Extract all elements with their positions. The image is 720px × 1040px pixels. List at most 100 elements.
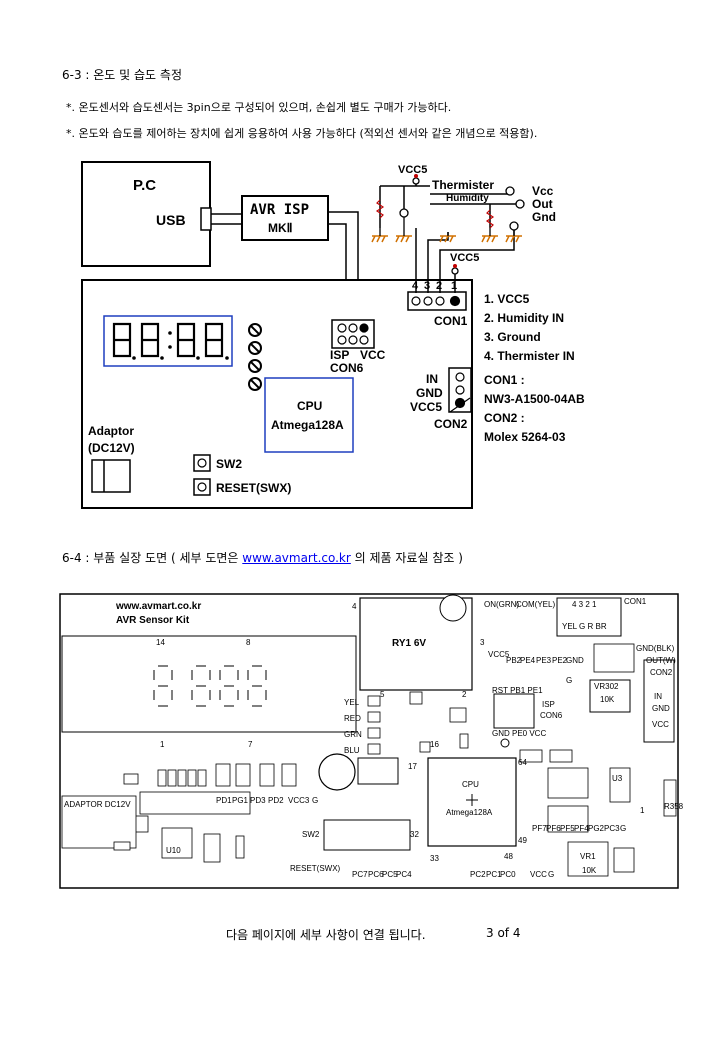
pcb-pd-pd2: PD2 bbox=[268, 796, 284, 805]
section-63-bullet-1: *. 온도센서와 습도센서는 3pin으로 구성되어 있으며, 손쉽게 별도 구… bbox=[66, 101, 452, 114]
pcb-pc5: PC5 bbox=[382, 870, 398, 879]
pinlist-1: 1. VCC5 bbox=[484, 292, 530, 306]
pcb-vr1 bbox=[567, 841, 609, 877]
pcb-n3: 3 bbox=[480, 638, 485, 647]
con-info-1: CON1 : bbox=[484, 373, 525, 387]
pcb-ygrbr: YEL G R BR bbox=[562, 622, 607, 631]
pcb-con2-label: CON2 bbox=[650, 668, 673, 677]
avmart-link[interactable]: www.avmart.co.kr bbox=[242, 551, 351, 565]
section-64-suffix: 의 제품 자료실 참조 ) bbox=[350, 551, 463, 565]
pcb-r358: R358 bbox=[664, 802, 684, 811]
pcb-isp-con6 bbox=[493, 693, 535, 729]
isp-pin-label: ISP bbox=[330, 348, 350, 362]
pcb-pb-gnd: GND bbox=[566, 656, 584, 665]
pcb-isp-row: RST PB1 PE1 bbox=[492, 686, 543, 695]
pcb-pb-pe3: PE3 bbox=[536, 656, 552, 665]
pcb-pc4: PC4 bbox=[396, 870, 412, 879]
out-label: Out bbox=[532, 197, 553, 211]
usb-label: USB bbox=[156, 212, 186, 228]
pc-box bbox=[81, 161, 211, 267]
mk2-label: MKⅡ bbox=[268, 221, 293, 235]
pcb-10k-a: 10K bbox=[600, 695, 615, 704]
pinlist-4: 4. Thermister IN bbox=[484, 349, 575, 363]
avr-isp-box bbox=[241, 195, 329, 241]
thermister-label: Thermister bbox=[432, 178, 495, 192]
cpu-box bbox=[264, 377, 354, 453]
pcb-g-top: G bbox=[566, 676, 573, 685]
dc12v-label: (DC12V) bbox=[88, 441, 135, 455]
pcb-con6-label: CON6 bbox=[540, 711, 563, 720]
pcb-led-grn: GRN bbox=[344, 730, 362, 739]
con1-pin-1: 1 bbox=[451, 280, 458, 292]
con1-pin-2: 2 bbox=[436, 280, 443, 292]
adaptor-jack bbox=[91, 459, 131, 493]
pcb-in: IN bbox=[654, 692, 662, 701]
pcb-pb-pb2: PB2 bbox=[506, 656, 522, 665]
pcb-n2: 2 bbox=[462, 690, 467, 699]
pcb-on-grn: ON(GRN) bbox=[484, 600, 520, 609]
pinlist-3: 3. Ground bbox=[484, 330, 541, 344]
pcb-led-red: RED bbox=[344, 714, 361, 723]
usb-port bbox=[200, 207, 212, 231]
pcb-pf-g: G bbox=[620, 824, 627, 833]
con1-pin-3: 3 bbox=[424, 280, 431, 292]
pcb-n4: 4 bbox=[352, 602, 357, 611]
pcb-pd-vcc3: VCC3 bbox=[288, 796, 310, 805]
pcb-sw2-label: SW2 bbox=[302, 830, 320, 839]
adaptor-label: Adaptor bbox=[88, 424, 134, 438]
pcb-u10 bbox=[161, 827, 193, 859]
pcb-n33: 33 bbox=[430, 854, 439, 863]
pcb-pc6: PC6 bbox=[368, 870, 384, 879]
cpu-chip-label: Atmega128A bbox=[271, 418, 344, 432]
gnd-label: Gnd bbox=[532, 210, 556, 224]
pcb-pf-pg2: PG2 bbox=[588, 824, 605, 833]
pcb-pf-pf7: PF7 bbox=[532, 824, 547, 833]
vcc5-mid-label: VCC5 bbox=[450, 252, 480, 264]
pcb-pc7: PC7 bbox=[352, 870, 368, 879]
reset-label: RESET(SWX) bbox=[216, 481, 292, 495]
vcc-label: Vcc bbox=[532, 184, 554, 198]
sw2-label: SW2 bbox=[216, 457, 243, 471]
pcb-u3 bbox=[609, 767, 631, 803]
pcb-pd-g: G bbox=[312, 796, 319, 805]
pcb-u10-label: U10 bbox=[166, 846, 181, 855]
section-64-title: 6-4 : 부품 실장 도면 ( 세부 도면은 www.avmart.co.kr… bbox=[62, 549, 463, 566]
con2-vcc5-label: VCC5 bbox=[410, 400, 443, 414]
pcb-relay-label: RY1 6V bbox=[392, 638, 427, 649]
footer-text: 다음 페이지에 세부 사항이 연결 됩니다. bbox=[226, 928, 426, 942]
pinlist-2: 2. Humidity IN bbox=[484, 311, 565, 325]
pcb-pd-pd3: PD3 bbox=[250, 796, 266, 805]
pcb-led-blu: BLU bbox=[344, 746, 360, 755]
pcb-vr1-label: VR1 bbox=[580, 852, 596, 861]
con2-label: CON2 bbox=[434, 417, 468, 431]
con1-label: CON1 bbox=[434, 314, 468, 328]
pcb-out-w: OUT(W) bbox=[646, 656, 676, 665]
pcb-n8: 8 bbox=[246, 638, 251, 647]
con6-label: CON6 bbox=[330, 361, 364, 375]
vcc-pin-label: VCC bbox=[360, 348, 386, 362]
pcb-pd-pd1: PD1 bbox=[216, 796, 232, 805]
pcb-pc1: PC1 bbox=[486, 870, 502, 879]
con2-gnd-label: GND bbox=[416, 386, 443, 400]
pcb-pb-vcc5: VCC5 bbox=[488, 650, 510, 659]
vcc5-top-label: VCC5 bbox=[398, 164, 428, 176]
pcb-n48: 48 bbox=[504, 852, 513, 861]
pcb-gnd-row: GND PE0 VCC bbox=[492, 729, 547, 738]
pcb-n14: 14 bbox=[156, 638, 165, 647]
pcb-con2 bbox=[643, 659, 675, 743]
pcb-con1-label: CON1 bbox=[624, 597, 647, 606]
con2-in-label: IN bbox=[426, 372, 438, 386]
pcb-pc0: PC0 bbox=[500, 870, 516, 879]
pcb-pf-pf4: PF4 bbox=[574, 824, 589, 833]
pcb-n5: 5 bbox=[380, 690, 385, 699]
pcb-con1 bbox=[556, 597, 622, 637]
pcb-vr302 bbox=[589, 679, 631, 713]
con-info-4: Molex 5264-03 bbox=[484, 430, 566, 444]
section-64-prefix: 6-4 : 부품 실장 도면 ( 세부 도면은 bbox=[62, 551, 243, 565]
pcb-pf-pf6: PF6 bbox=[546, 824, 561, 833]
cpu-label: CPU bbox=[297, 399, 323, 413]
pcb-pc2: PC2 bbox=[470, 870, 486, 879]
pcb-con1-pins: 4 3 2 1 bbox=[572, 600, 597, 609]
con1-pin-4: 4 bbox=[412, 280, 419, 292]
section-63-bullet-2: *. 온도와 습도를 제어하는 장치에 쉽게 응용하여 사용 가능하다 (적외선… bbox=[66, 127, 538, 140]
